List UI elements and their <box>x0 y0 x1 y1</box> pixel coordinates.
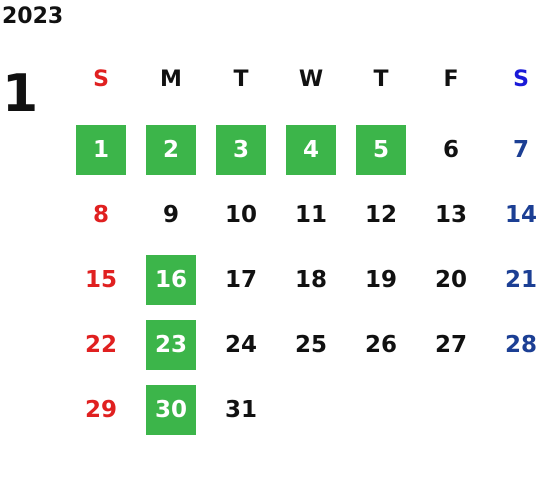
day-31[interactable]: 31 <box>224 397 257 423</box>
day-24[interactable]: 24 <box>224 332 257 358</box>
day-29[interactable]: 29 <box>84 397 117 423</box>
weekday-tue: T <box>233 67 249 92</box>
weekday-thu: T <box>373 67 389 92</box>
day-17[interactable]: 17 <box>224 267 257 293</box>
year-label: 2023 <box>2 4 64 29</box>
day-13[interactable]: 13 <box>434 202 467 228</box>
day-16[interactable]: 16 <box>146 255 196 305</box>
day-25[interactable]: 25 <box>294 332 327 358</box>
month-label: 1 <box>2 64 39 124</box>
day-21[interactable]: 21 <box>504 267 537 293</box>
day-4[interactable]: 4 <box>286 125 336 175</box>
day-6[interactable]: 6 <box>442 137 459 163</box>
day-10[interactable]: 10 <box>224 202 257 228</box>
day-2[interactable]: 2 <box>146 125 196 175</box>
day-27[interactable]: 27 <box>434 332 467 358</box>
day-19[interactable]: 19 <box>364 267 397 293</box>
day-23[interactable]: 23 <box>146 320 196 370</box>
weekday-mon: M <box>160 67 182 92</box>
day-28[interactable]: 28 <box>504 332 537 358</box>
day-8[interactable]: 8 <box>92 202 109 228</box>
day-11[interactable]: 11 <box>294 202 327 228</box>
day-30[interactable]: 30 <box>146 385 196 435</box>
day-5[interactable]: 5 <box>356 125 406 175</box>
day-14[interactable]: 14 <box>504 202 537 228</box>
day-15[interactable]: 15 <box>84 267 117 293</box>
day-7[interactable]: 7 <box>512 137 529 163</box>
day-18[interactable]: 18 <box>294 267 327 293</box>
day-9[interactable]: 9 <box>162 202 179 228</box>
weekday-wed: W <box>298 67 324 92</box>
day-26[interactable]: 26 <box>364 332 397 358</box>
day-20[interactable]: 20 <box>434 267 467 293</box>
weekday-sun: S <box>93 67 109 92</box>
weekday-fri: F <box>443 67 459 92</box>
weekday-sat: S <box>513 67 529 92</box>
day-12[interactable]: 12 <box>364 202 397 228</box>
day-22[interactable]: 22 <box>84 332 117 358</box>
day-3[interactable]: 3 <box>216 125 266 175</box>
day-1[interactable]: 1 <box>76 125 126 175</box>
